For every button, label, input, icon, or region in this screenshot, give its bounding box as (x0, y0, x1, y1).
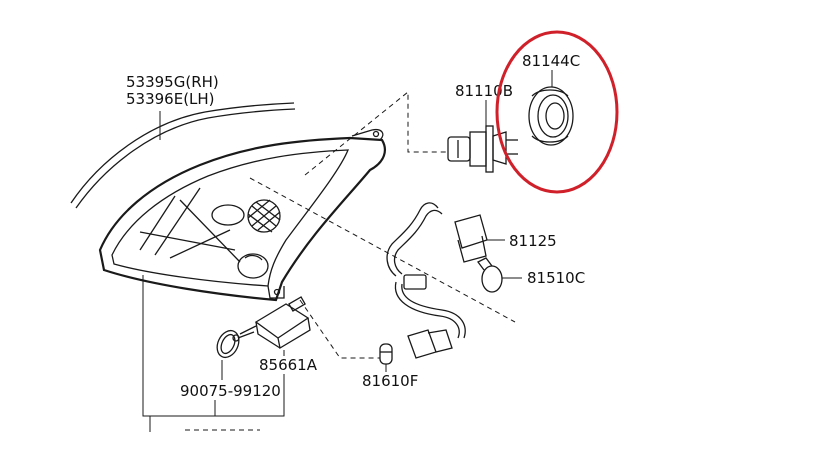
small-bulb-icon (379, 343, 393, 372)
leveling-actuator-icon (232, 296, 311, 356)
leader-headlamp-socket (249, 177, 516, 323)
bulb-socket-wiring-icon (386, 202, 505, 359)
label-81144c: 81144C (522, 52, 580, 70)
o-ring-icon (216, 329, 240, 380)
leader-headlamp-bulb (304, 90, 448, 176)
bracket-leaders (142, 275, 285, 417)
label-81110b: 81110B (455, 82, 513, 100)
label-90075-99120: 90075-99120 (180, 382, 281, 400)
leader-actuator (299, 299, 380, 359)
label-81125: 81125 (509, 232, 557, 250)
label-85661a: 85661A (259, 356, 318, 374)
label-81610f: 81610F (362, 372, 418, 390)
label-53395g: 53395G(RH) (126, 73, 219, 91)
label-53396e: 53396E(LH) (126, 90, 215, 108)
protector-strip-icon (70, 102, 296, 209)
halogen-bulb-icon (447, 100, 518, 173)
highlight-circle (495, 30, 619, 194)
rubber-cover-cap-icon (528, 70, 574, 146)
headlamp-assembly-icon (98, 128, 386, 302)
label-81510c: 81510C (527, 269, 585, 287)
wedge-bulb-icon (477, 257, 522, 293)
